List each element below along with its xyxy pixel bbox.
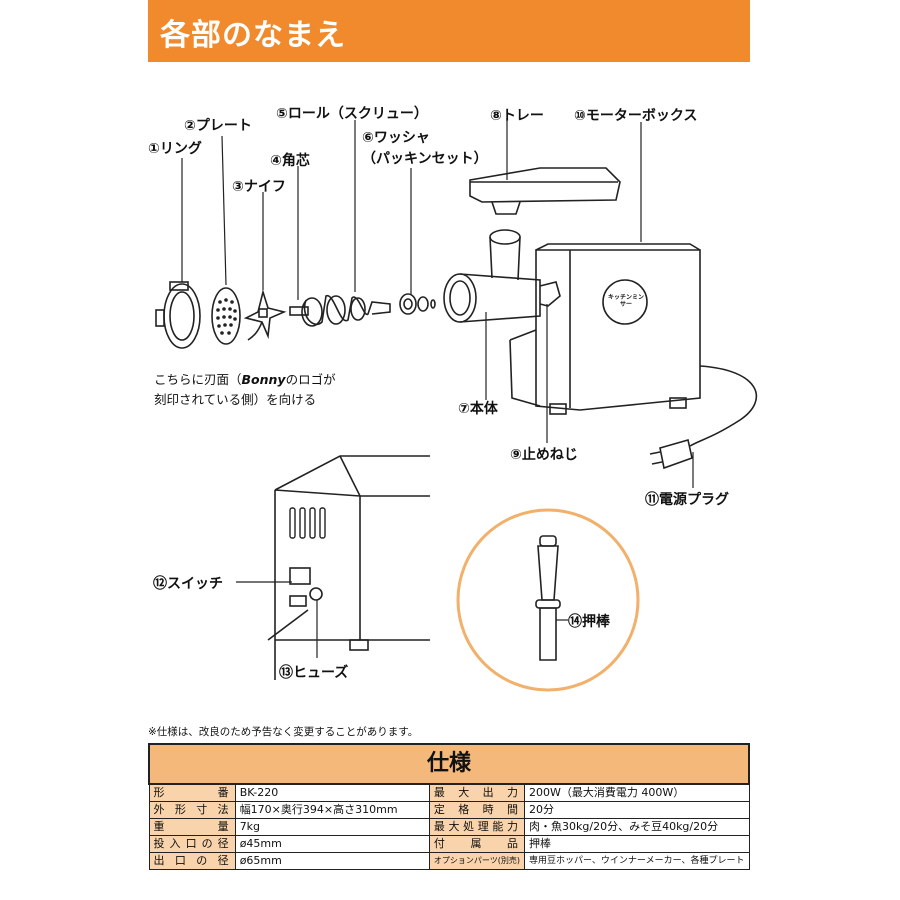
- pusher-circle: [456, 508, 640, 692]
- spec-table: 仕様 形番 BK-220 最大出力 200W（最大消費電力 400W） 外形寸法…: [148, 743, 750, 870]
- plate-part: [211, 287, 241, 345]
- power-cord: [649, 365, 758, 470]
- bonny-logo-text: Bonny: [241, 372, 286, 387]
- label-fuse: ⑬ヒューズ: [279, 665, 349, 681]
- knife-note: こちらに刃面（Bonnyのロゴが 刻印されている側）を向ける: [154, 370, 336, 410]
- label-power-plug: ⑪電源プラグ: [645, 492, 729, 508]
- leader-lines: [181, 118, 694, 488]
- label-motor-box: ⑩モーターボックス: [574, 108, 698, 124]
- spec-value: 肉・魚30kg/20分、みそ豆40kg/20分: [524, 818, 750, 836]
- spec-key: 形番: [148, 783, 236, 802]
- spec-key: 重量: [148, 818, 236, 836]
- spec-key: 最大出力: [428, 783, 526, 802]
- knife-note-pre: こちらに刃面（: [154, 372, 242, 387]
- tray-part: [469, 167, 621, 215]
- rear-view: [236, 455, 430, 680]
- label-plate: ②プレート: [184, 118, 252, 134]
- spec-key: オプションパーツ(別売): [428, 852, 526, 870]
- label-stop-screw: ⑨止めねじ: [510, 447, 578, 463]
- spec-value: ø65mm: [234, 852, 430, 870]
- label-body: ⑦本体: [458, 401, 498, 417]
- spec-value: 押棒: [524, 835, 750, 853]
- screw-part: [301, 295, 391, 327]
- label-knife: ③ナイフ: [232, 179, 286, 195]
- label-screw: ⑤ロール（スクリュー）: [276, 106, 428, 122]
- knife-note-post: のロゴが: [285, 372, 336, 387]
- spec-key: 投入口の径: [148, 835, 236, 853]
- spec-value: 200W（最大消費電力 400W）: [524, 783, 750, 802]
- washer-part: [399, 293, 436, 315]
- label-square-core: ④角芯: [270, 153, 310, 169]
- label-washer-sub: （パッキンセット）: [362, 151, 488, 167]
- spec-key: 定格時間: [428, 801, 526, 819]
- label-washer: ⑥ワッシャ: [362, 130, 430, 146]
- table-row: 投入口の径 ø45mm 付属品 押棒: [148, 835, 750, 853]
- square-core-part: [289, 306, 309, 316]
- label-tray: ⑧トレー: [490, 108, 544, 124]
- parts-diagram: [155, 118, 758, 692]
- label-switch: ⑫スイッチ: [153, 576, 223, 592]
- label-pusher: ⑭押棒: [568, 614, 610, 630]
- table-row: 形番 BK-220 最大出力 200W（最大消費電力 400W）: [148, 783, 750, 802]
- spec-value: 専用豆ホッパー、ウインナーメーカー、各種プレート: [524, 852, 750, 870]
- label-ring: ①リング: [148, 141, 202, 157]
- spec-title: 仕様: [148, 743, 750, 785]
- knife-note-line2: 刻印されている側）を向ける: [154, 392, 317, 407]
- spec-note: ※仕様は、改良のため予告なく変更することがあります。: [148, 726, 419, 738]
- spec-key: 最大処理能力: [428, 818, 526, 836]
- motor-logo: キッチンミンサー: [608, 294, 645, 308]
- body-part: [443, 229, 701, 415]
- ring-part: [155, 281, 201, 349]
- knife-part: [243, 289, 287, 341]
- table-row: 外形寸法 幅170×奥行394×高さ310mm 定格時間 20分: [148, 801, 750, 819]
- spec-value: 7kg: [234, 818, 430, 836]
- spec-key: 外形寸法: [148, 801, 236, 819]
- table-row: 重量 7kg 最大処理能力 肉・魚30kg/20分、みそ豆40kg/20分: [148, 818, 750, 836]
- spec-value: 20分: [524, 801, 750, 819]
- spec-key: 出口の径: [148, 852, 236, 870]
- table-row: 出口の径 ø65mm オプションパーツ(別売) 専用豆ホッパー、ウインナーメーカ…: [148, 852, 750, 870]
- spec-value: ø45mm: [234, 835, 430, 853]
- spec-value: 幅170×奥行394×高さ310mm: [234, 801, 430, 819]
- spec-value: BK-220: [234, 783, 430, 802]
- spec-key: 付属品: [428, 835, 526, 853]
- page-title: 各部のなまえ: [160, 18, 346, 53]
- header-bar: [148, 0, 750, 62]
